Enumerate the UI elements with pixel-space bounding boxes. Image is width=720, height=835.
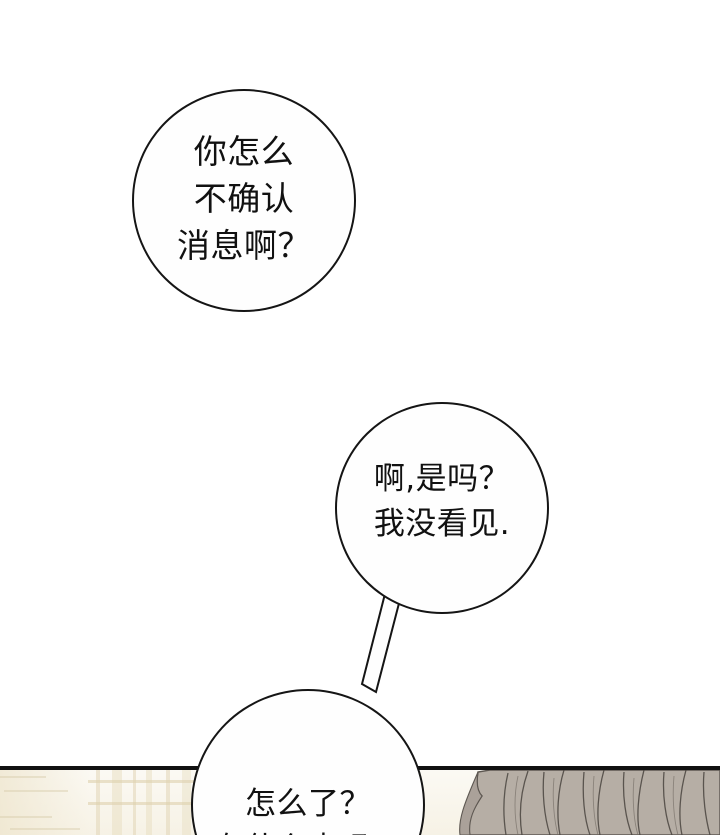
character-hair [452, 770, 720, 835]
background-shelf-line [88, 780, 216, 783]
speech-bubble-bottom-line-2: 有什么事吗？ [214, 827, 403, 835]
background-structure-line [166, 768, 170, 835]
speech-bubble-top-line-1: 你怎么 [193, 132, 295, 171]
speech-bubble-middle[interactable]: 啊,是吗？ 我没看见. [335, 402, 549, 614]
speech-bubble-top-line-2: 不确认 [193, 179, 295, 218]
speech-bubble-bottom-line-1: 怎么了？ [245, 786, 371, 822]
background-structure-line [146, 768, 152, 835]
speech-bubble-top-line-3: 消息啊？ [177, 226, 311, 265]
speech-bubble-top[interactable]: 你怎么 不确认 消息啊？ [132, 89, 356, 312]
background-streak [10, 828, 80, 830]
background-structure-line [182, 768, 191, 835]
background-streak [4, 790, 68, 792]
background-structure-line [112, 768, 122, 835]
speech-bubble-middle-line-1: 啊,是吗？ [373, 461, 511, 497]
background-light-wash [0, 768, 90, 835]
background-structure-line [96, 768, 100, 835]
background-streak [0, 776, 46, 778]
background-streak [0, 816, 52, 818]
speech-bubble-middle-line-2: 我没看见. [373, 506, 511, 542]
background-structure-line [133, 768, 136, 835]
background-shelf-line [88, 802, 216, 805]
